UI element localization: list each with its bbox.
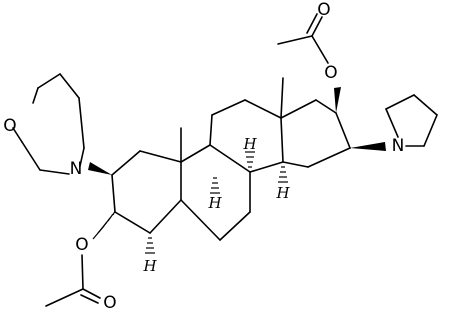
ring-b (180, 144, 251, 241)
atom-o-carbonyl-3: O (103, 293, 116, 313)
atom-o-ester-17: O (324, 63, 337, 83)
acetate-3 (45, 254, 101, 307)
acetate-17 (277, 13, 329, 64)
hashed-bonds (92, 151, 288, 254)
h-c5: H (142, 257, 157, 275)
h-c9: H (207, 194, 222, 212)
h-c14: H (275, 184, 290, 202)
atom-n-morpholine: N (70, 159, 83, 179)
hydrogen-labels: H H H H (142, 135, 290, 275)
ring-d (280, 99, 351, 168)
ring-a (111, 150, 182, 234)
atom-o-morpholine: O (3, 116, 16, 136)
atom-o-carbonyl-17: O (317, 0, 330, 20)
methyl-groups (180, 77, 284, 163)
wedge-c17-o (334, 87, 341, 113)
atom-n-pyrrolidine: N (392, 136, 405, 156)
atom-o-ester-3: O (75, 235, 88, 255)
ring-c (209, 99, 284, 173)
h-c8: H (242, 135, 257, 153)
morpholine-ring (12, 73, 85, 175)
atom-labels: O O O O O N N (3, 0, 404, 313)
wedge-c16-n (350, 142, 386, 151)
wedge-bonds (88, 87, 386, 175)
wedge-c2-n (88, 162, 112, 175)
methyl-c18 (280, 77, 284, 119)
pyrrolidine-ring (385, 94, 438, 147)
